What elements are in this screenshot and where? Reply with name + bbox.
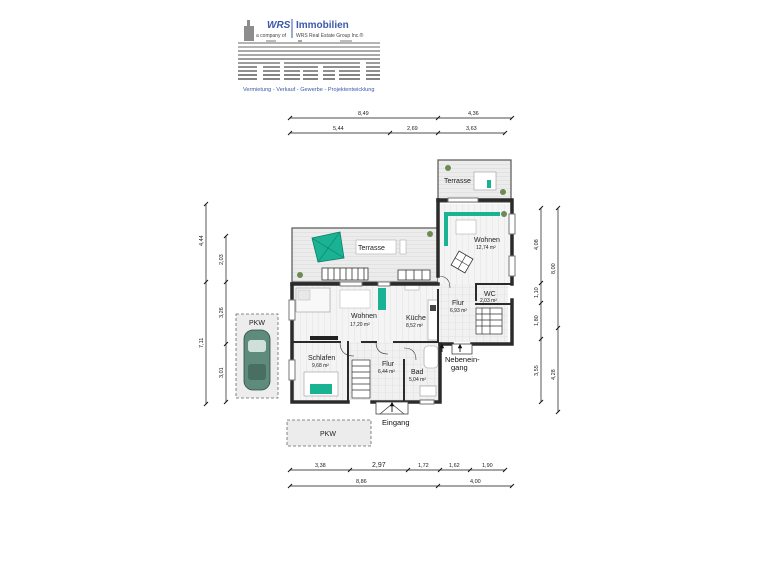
dim-right-4-28: 4,28	[551, 369, 557, 380]
room-area-kueche: 8,52 m²	[406, 323, 423, 329]
dim-right-4-08: 4,08	[534, 239, 540, 250]
dim-right-3-55: 3,55	[534, 365, 540, 376]
dim-right-1-80: 1,80	[534, 315, 540, 326]
logo-tagline: Vermietung - Verkauf - Gewerbe - Projekt…	[243, 87, 375, 93]
furniture-wohnen-right	[444, 211, 507, 274]
side-entrance	[439, 343, 473, 355]
parking-left	[235, 313, 279, 399]
parking-bottom	[286, 419, 372, 447]
logo-text-backdrop	[264, 16, 380, 40]
dim-left-3-26: 3,26	[219, 307, 225, 318]
dimensions-bottom	[287, 467, 515, 489]
car-icon	[243, 329, 271, 391]
dimensions-top	[287, 115, 515, 136]
label-pkw-bottom: PKW	[320, 431, 336, 438]
room-label-flur-right: Flur	[452, 300, 465, 307]
dim-left-7-11: 7,11	[199, 338, 205, 348]
dim-bottom-2-97: 2,97	[372, 462, 386, 469]
dim-left-3-01: 3,01	[219, 367, 225, 378]
label-nebeneingang-1: Nebenein-	[445, 355, 480, 364]
room-label-wohnen-main: Wohnen	[351, 313, 377, 320]
walls	[290, 198, 514, 404]
dim-bottom-1-62: 1,62	[449, 463, 460, 469]
dim-top-5-44: 5,44	[333, 126, 344, 132]
room-label-kueche: Küche	[406, 315, 426, 322]
label-pkw-left: PKW	[249, 320, 265, 327]
terrace-main	[291, 227, 439, 283]
dim-top-3-63: 3,63	[466, 126, 477, 132]
windows	[288, 197, 516, 405]
logo-company-line-1: a company of	[256, 33, 287, 39]
room-area-schlafen: 9,68 m²	[312, 363, 329, 369]
logo-brand: WRS	[267, 20, 291, 31]
label-nebeneingang-2: gang	[451, 363, 468, 372]
room-area-wohnen-right: 12,74 m²	[476, 245, 496, 251]
door-swings	[339, 275, 451, 361]
room-label-wc: WC	[484, 291, 496, 298]
dim-bottom-3-38: 3,38	[315, 463, 326, 469]
skyline-graphic	[238, 20, 380, 80]
furniture-wohnen-main	[295, 287, 386, 340]
furniture-bad	[419, 345, 439, 397]
dim-top-8-49: 8,49	[358, 111, 369, 117]
dim-bottom-8-86: 8,86	[356, 479, 367, 485]
room-area-wohnen-main: 17,20 m²	[350, 322, 370, 328]
room-label-bad: Bad	[411, 369, 424, 376]
room-area-wc: 2,03 m²	[480, 298, 497, 304]
room-label-terrasse-top: Terrasse	[444, 178, 471, 185]
dim-right-1-10: 1,10	[534, 287, 540, 298]
room-label-wohnen-right: Wohnen	[474, 237, 500, 244]
dim-top-2-69: 2,69	[407, 126, 418, 132]
room-label-schlafen: Schlafen	[308, 355, 335, 362]
room-label-flur-mid: Flur	[382, 361, 395, 368]
dim-left-4-44: 4,44	[199, 235, 205, 246]
dimensions-right	[538, 205, 561, 415]
main-entrance	[375, 401, 409, 415]
dim-left-2-03: 2,03	[219, 254, 225, 265]
room-area-flur-right: 6,93 m²	[450, 308, 467, 314]
dim-top-4-36: 4,36	[468, 111, 479, 117]
logo-brand-name: Immobilien	[296, 20, 349, 31]
label-eingang: Eingang	[382, 418, 410, 427]
room-area-flur-mid: 6,44 m²	[378, 369, 395, 375]
logo-company-line-2: WRS Real Estate Group Inc.®	[296, 32, 364, 39]
dim-bottom-4-00: 4,00	[470, 479, 481, 485]
company-logo: WRS Immobilien a company of WRS Real Est…	[238, 16, 380, 93]
dim-right-8-00: 8,00	[551, 263, 557, 274]
stairs-flur-right	[475, 307, 503, 335]
dim-bottom-1-72: 1,72	[418, 463, 429, 469]
dim-bottom-1-90: 1,90	[482, 463, 493, 469]
room-label-terrasse-main: Terrasse	[358, 245, 385, 252]
furniture-schlafen	[303, 371, 339, 397]
terrace-top	[437, 159, 512, 203]
stairs-flur-mid	[351, 359, 371, 399]
dimensions-left	[203, 201, 229, 407]
room-area-bad: 5,04 m²	[409, 377, 426, 383]
